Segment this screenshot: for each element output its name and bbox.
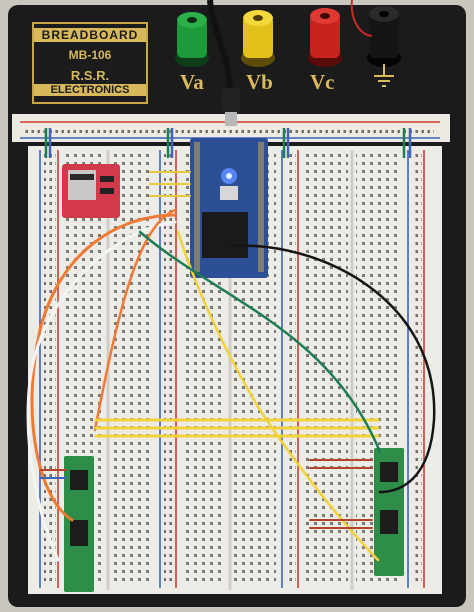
binding-post-va[interactable] (175, 12, 209, 67)
sensor-module-right (374, 448, 404, 576)
board-label-line3: R.S.R. (70, 68, 110, 83)
board-label-line4: ELECTRONICS (34, 84, 146, 96)
rail-jumpers (44, 128, 412, 158)
jumper-wires (26, 171, 436, 562)
post-label-vc: Vc (310, 70, 335, 94)
post-label-va: Va (180, 70, 204, 94)
board-label-line1: BREADBOARD (34, 28, 146, 42)
sd-card-module (62, 164, 120, 218)
mcu-board (190, 138, 268, 278)
post-label-vb: Vb (246, 70, 273, 94)
sensor-module-left (64, 456, 94, 592)
ground-symbol-icon (374, 64, 394, 87)
board-label-line2: MB-106 (68, 48, 112, 62)
binding-post-ground[interactable] (367, 6, 401, 67)
binding-posts (175, 6, 401, 87)
binding-post-vc[interactable] (308, 8, 342, 67)
usb-cable (207, 0, 240, 126)
binding-post-vb[interactable] (241, 10, 275, 67)
board-label: BREADBOARD MB-106 R.S.R. ELECTRONICS (32, 22, 148, 104)
